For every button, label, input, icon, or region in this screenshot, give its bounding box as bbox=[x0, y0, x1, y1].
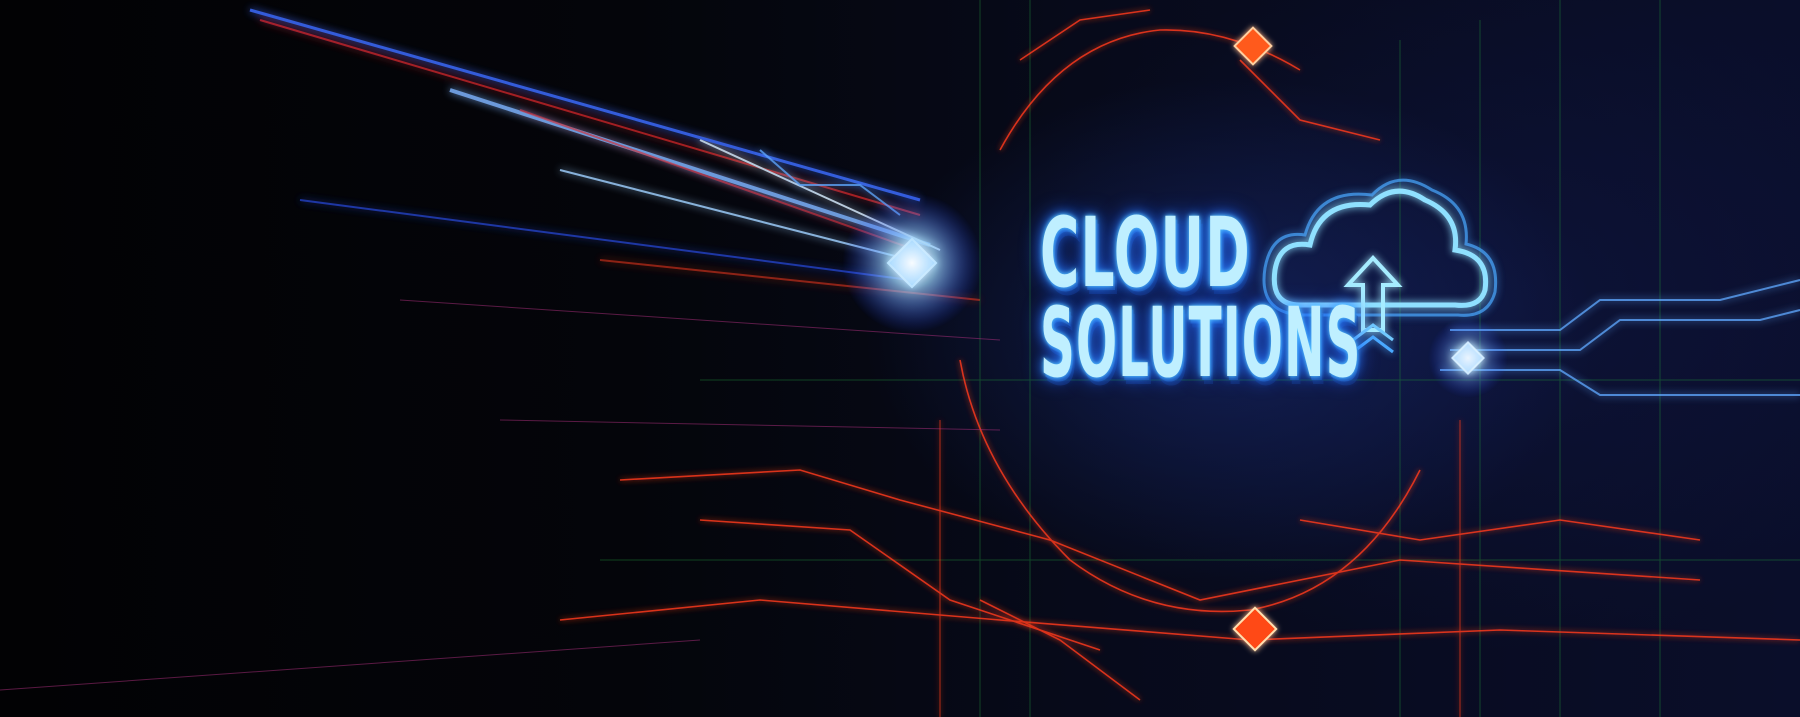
headline: CLOUD SOLUTIONS bbox=[1040, 205, 1400, 391]
headline-line-2: SOLUTIONS bbox=[1040, 287, 1362, 399]
cloud-upload-icon bbox=[1262, 178, 1498, 354]
headline-line-1: CLOUD bbox=[1040, 197, 1251, 309]
